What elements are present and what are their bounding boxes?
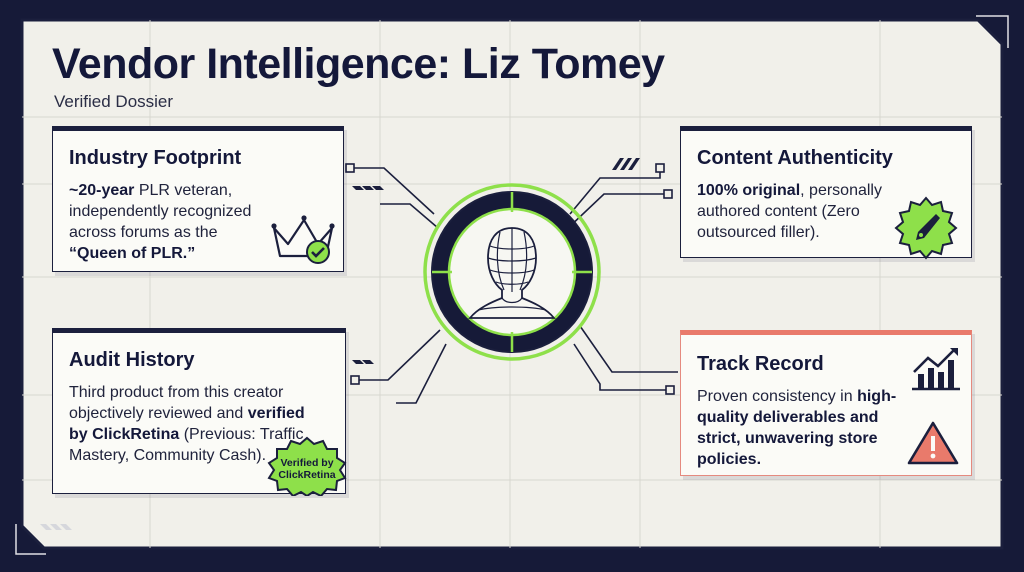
page-subtitle: Verified Dossier <box>54 92 174 111</box>
page-title: Vendor Intelligence: Liz Tomey <box>52 40 665 88</box>
card-body: ~20-year PLR veteran, independently reco… <box>69 182 252 262</box>
pen-nib-badge-icon <box>894 196 958 260</box>
wireframe-head-icon <box>423 183 601 361</box>
card-body: 100% original, personally authored conte… <box>697 182 882 241</box>
growth-chart-icon <box>912 348 960 391</box>
card-body: Third product from this creator objectiv… <box>69 384 305 464</box>
card-heading: Content Authenticity <box>697 147 893 169</box>
warning-triangle-icon <box>907 421 959 465</box>
crown-check-icon <box>271 215 335 264</box>
verified-badge-label: Verified by ClickRetina <box>278 457 336 481</box>
verified-seal-icon <box>267 436 347 496</box>
card-body: Proven consistency in high-quality deliv… <box>697 388 897 468</box>
card-industry-footprint: Industry Footprint ~20-year PLR veteran,… <box>52 126 344 272</box>
card-heading: Industry Footprint <box>69 147 242 169</box>
card-heading: Audit History <box>69 349 195 371</box>
card-heading: Track Record <box>697 353 824 375</box>
